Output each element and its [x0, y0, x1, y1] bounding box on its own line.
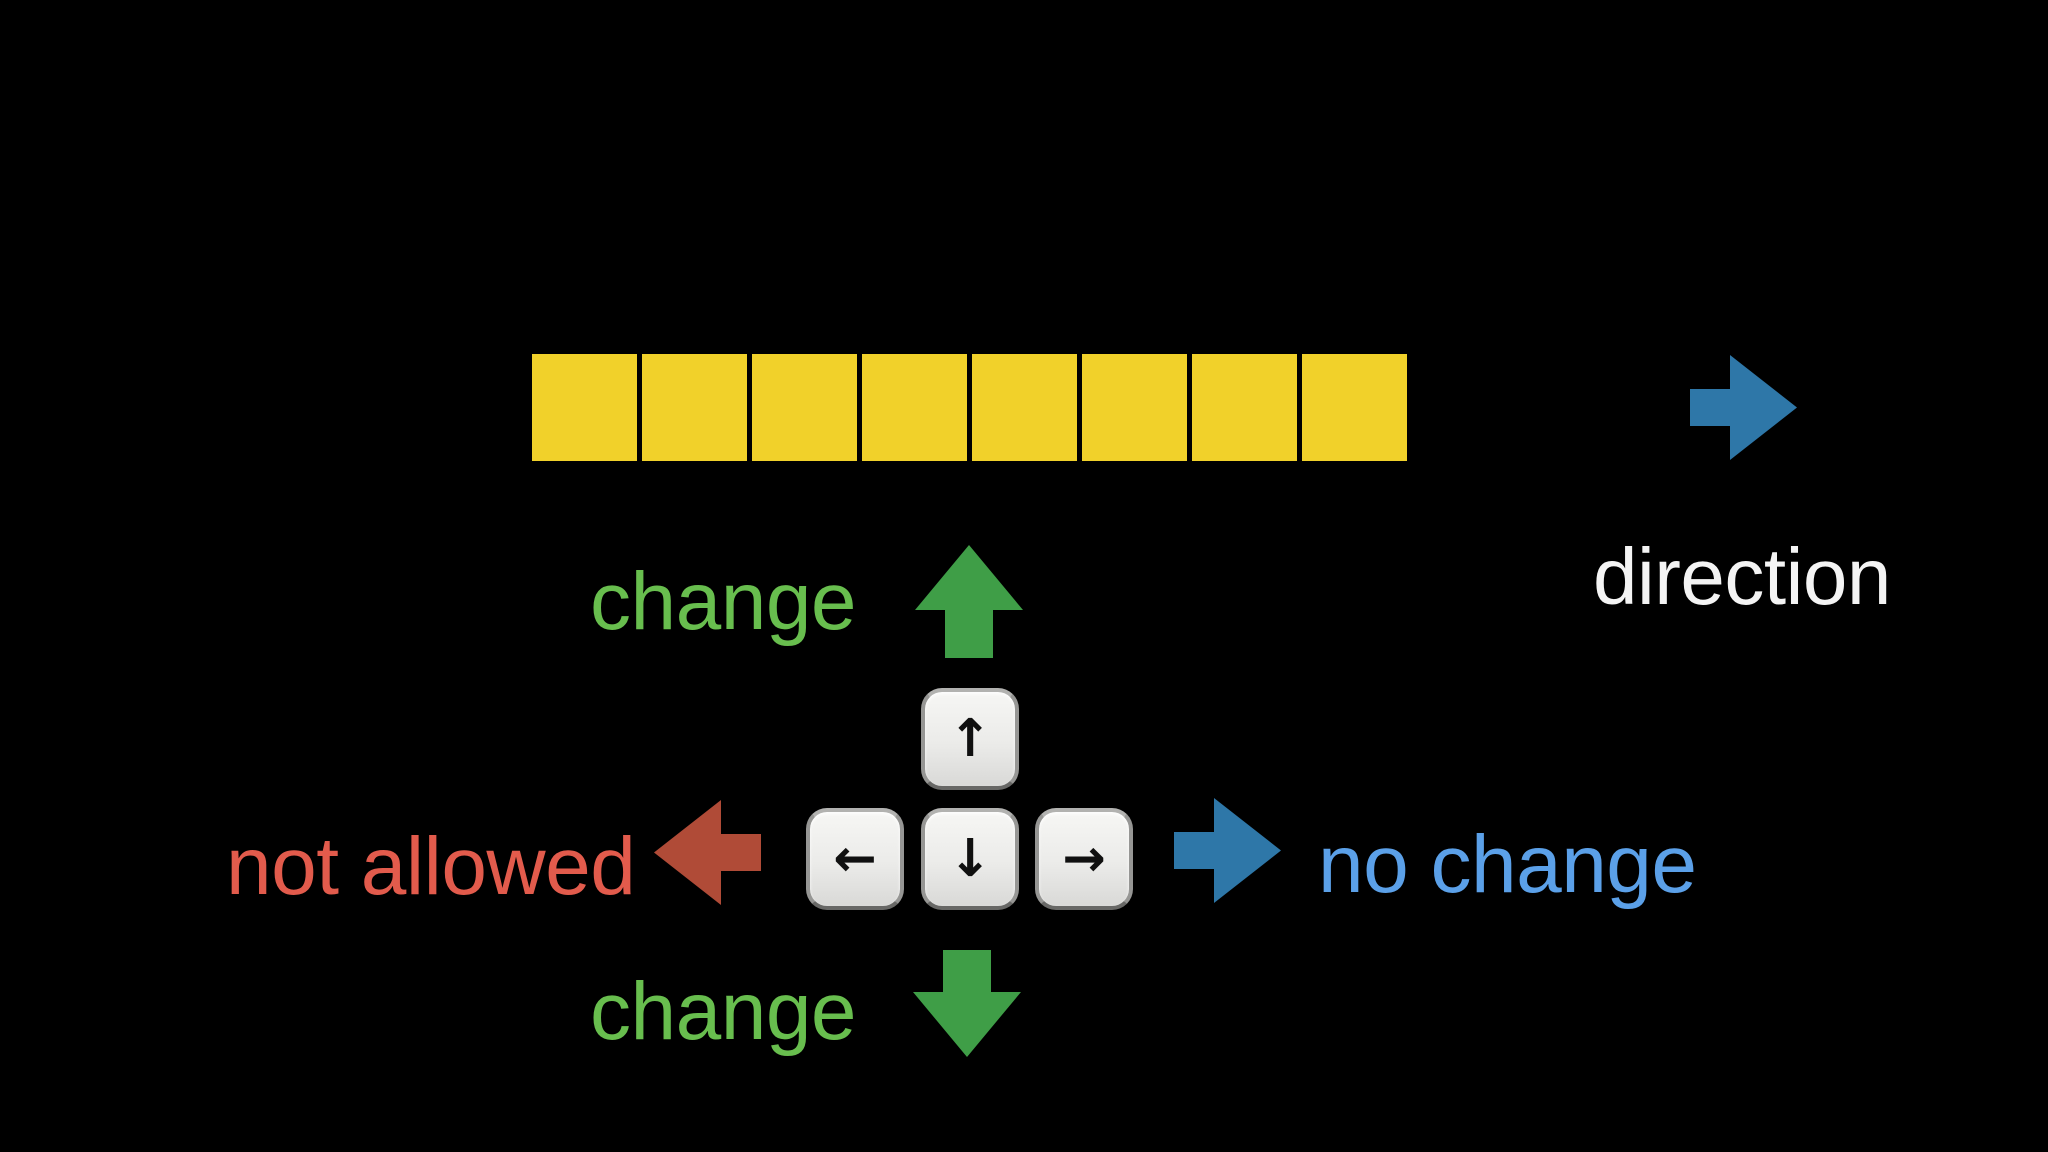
no-change-right-arrow-icon	[1174, 798, 1281, 903]
tile	[972, 354, 1077, 461]
not-allowed-left-arrow-icon	[654, 800, 761, 905]
down-arrow-key-icon: ↓	[948, 829, 992, 889]
arrow-key-left: ←	[806, 808, 904, 910]
tile	[752, 354, 857, 461]
arrow-key-right: →	[1035, 808, 1133, 910]
arrow-key-down: ↓	[921, 808, 1019, 910]
tile	[862, 354, 967, 461]
tile	[532, 354, 637, 461]
change-down-arrow-icon	[913, 950, 1021, 1057]
tile-strip	[532, 354, 1407, 461]
no-change-label: no change	[1318, 819, 1697, 910]
tile	[1192, 354, 1297, 461]
tile	[1302, 354, 1407, 461]
change-up-label: change	[590, 556, 857, 647]
arrow-key-up: ↑	[921, 688, 1019, 790]
tile	[642, 354, 747, 461]
direction-label: direction	[1593, 532, 1891, 621]
direction-right-arrow-icon	[1690, 355, 1797, 460]
change-down-label: change	[590, 966, 857, 1057]
right-arrow-key-icon: →	[1062, 829, 1106, 889]
not-allowed-label: not allowed	[226, 821, 636, 912]
up-arrow-key-icon: ↑	[948, 709, 992, 769]
change-up-arrow-icon	[915, 545, 1023, 658]
tile	[1082, 354, 1187, 461]
left-arrow-key-icon: ←	[833, 829, 877, 889]
